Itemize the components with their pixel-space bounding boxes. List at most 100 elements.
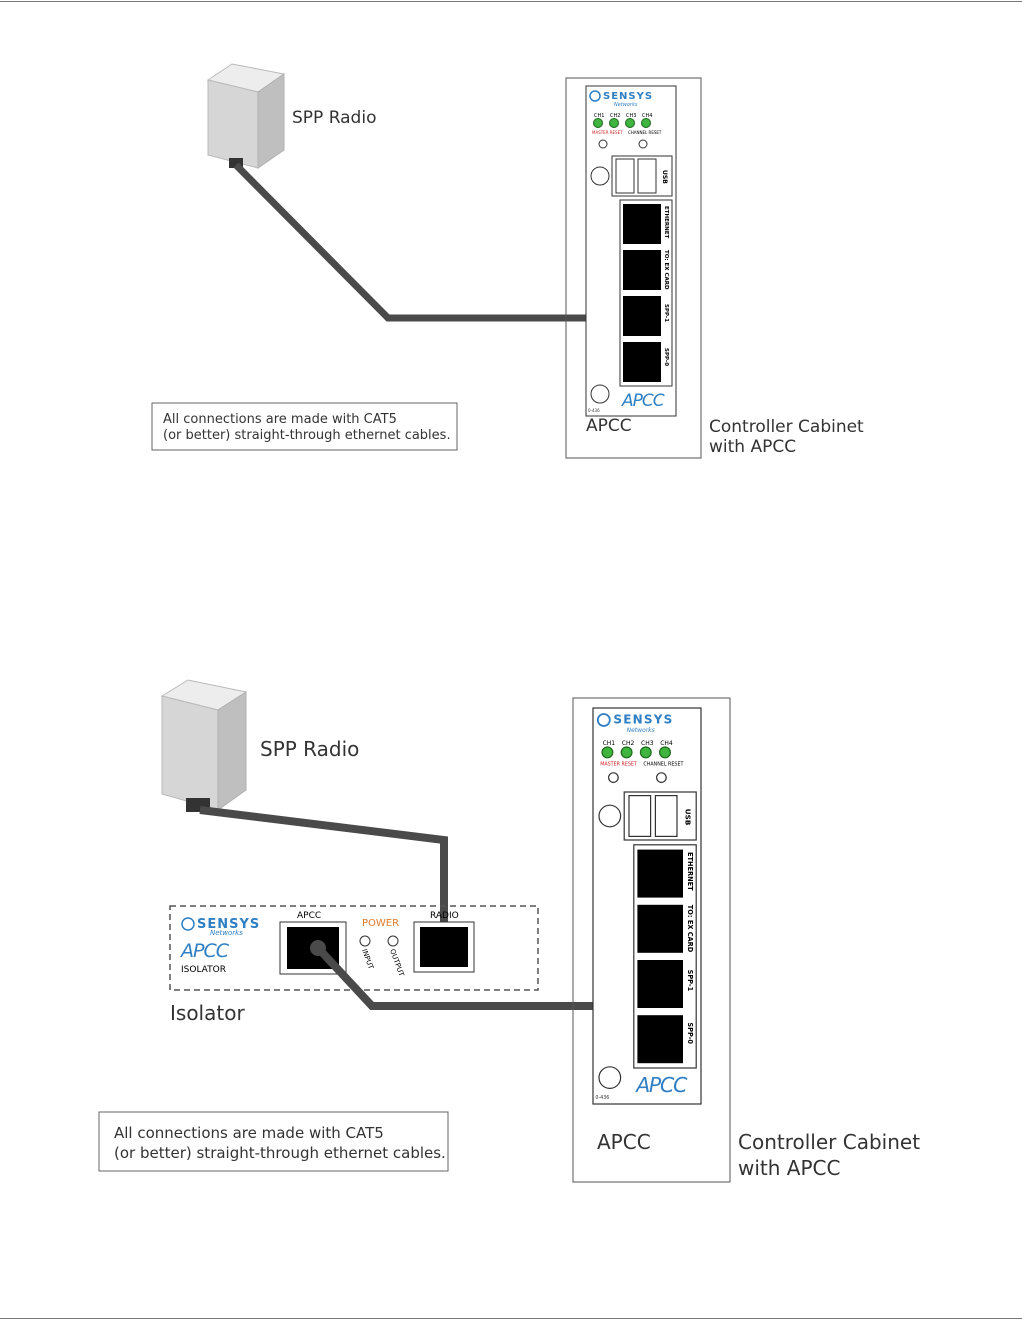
port-spp-1[interactable] [637, 960, 683, 1008]
channel-reset-label: CHANNEL RESET [628, 130, 662, 135]
isolator-logo-icon [181, 917, 195, 931]
channel-label-3: CH3 [626, 113, 636, 119]
card-brand: SENSYS [603, 91, 653, 102]
channel-reset-label: CHANNEL RESET [643, 762, 683, 768]
isolator-brand: SENSYS [197, 917, 260, 932]
channel-label-1: CH1 [603, 740, 616, 747]
controller-cabinet [565, 77, 702, 459]
bottom-rule [0, 1318, 1022, 1319]
cabinet-label-line2: with APCC [738, 1156, 840, 1180]
channel-label-2: CH2 [622, 740, 635, 747]
cabinet-label-line1: Controller Cabinet [738, 1130, 920, 1154]
top-rule [0, 1, 1022, 2]
master-reset-button[interactable] [598, 139, 608, 149]
channel-label-1: CH1 [594, 113, 604, 119]
mount-hole-bottom [590, 384, 610, 404]
sensys-logo-icon [589, 90, 601, 102]
mount-hole-bottom [598, 1066, 622, 1090]
port-ethernet[interactable] [637, 849, 683, 898]
mount-hole-top [598, 804, 622, 828]
input-led [359, 935, 371, 947]
card-logo: APCC [634, 1073, 688, 1097]
controller-cabinet [572, 697, 731, 1183]
led-ch4 [641, 118, 651, 128]
port-label-ethernet: ETHERNET [686, 852, 694, 891]
spp-radio-enclosure [160, 679, 248, 812]
isolator-product-sub: ISOLATOR [181, 965, 226, 975]
isolator-port-radio[interactable] [420, 927, 468, 967]
channel-reset-button[interactable] [656, 772, 667, 784]
card-brand: SENSYS [613, 713, 673, 727]
led-ch4 [659, 746, 672, 759]
cable-note-box [98, 1111, 449, 1172]
led-ch2 [609, 118, 619, 128]
cable-isolator-to-card [315, 945, 652, 1010]
usb-port-1[interactable] [628, 795, 652, 838]
port-label-ethernet: ETHERNET [663, 206, 669, 238]
port-ethernet[interactable] [623, 204, 661, 244]
input-label: INPUT [360, 948, 375, 971]
channel-label-3: CH3 [641, 740, 654, 747]
isolator-label: Isolator [170, 1001, 245, 1025]
connection-diagram-direct: SPP Radio SENSYS Networks CH1 CH2 CH3 CH… [151, 63, 864, 459]
isolator-product: APCC [179, 940, 230, 962]
isolator-port-radio-label: RADIO [430, 911, 459, 921]
led-ch2 [620, 746, 633, 759]
usb-label: USB [661, 170, 668, 184]
port-label-spp-0: SPP-0 [686, 1022, 694, 1044]
cable-note-line2: (or better) straight-through ethernet ca… [114, 1144, 446, 1162]
master-reset-label: MASTER RESET [600, 762, 637, 768]
card-part-number: 0-436 [588, 408, 600, 413]
output-label: OUTPUT [388, 948, 406, 978]
apcc-card: SENSYS Networks CH1 CH2 CH3 CH4 MASTER R… [585, 85, 677, 417]
connection-diagram-isolator: SPP Radio SENSYS Networks APCC ISOLATOR … [98, 679, 920, 1183]
channel-label-4: CH4 [642, 113, 652, 119]
port-to-ex-card[interactable] [637, 904, 683, 953]
port-to-ex-card[interactable] [623, 250, 661, 290]
port-spp-1[interactable] [623, 296, 661, 336]
port-spp-0[interactable] [637, 1015, 683, 1064]
cable-note-box [151, 402, 458, 451]
cabinet-label-line2: with APCC [709, 437, 796, 457]
channel-label-2: CH2 [610, 113, 620, 119]
cable-note-line1: All connections are made with CAT5 [163, 412, 397, 427]
port-label-spp-0: SPP-0 [663, 348, 669, 366]
isolator-brand-sub: Networks [210, 929, 243, 937]
master-reset-label: MASTER RESET [592, 130, 623, 135]
isolator-power-label: POWER [362, 918, 399, 929]
port-label-to-ex-card: TO: EX CARD [686, 905, 694, 953]
cable [233, 162, 645, 322]
radio-label: SPP Radio [260, 737, 359, 761]
channel-reset-button[interactable] [638, 139, 648, 149]
led-ch3 [639, 746, 652, 759]
port-label-spp-1: SPP-1 [686, 970, 694, 992]
cable-note-line1: All connections are made with CAT5 [114, 1124, 384, 1142]
apcc-card: SENSYS Networks CH1 CH2 CH3 CH4 MASTER R… [592, 707, 702, 1105]
cable-note-line2: (or better) straight-through ethernet ca… [163, 428, 451, 443]
card-label: APCC [597, 1130, 651, 1154]
channel-label-4: CH4 [660, 740, 673, 747]
output-led [387, 935, 399, 947]
radio-label: SPP Radio [292, 108, 376, 128]
usb-port-2[interactable] [654, 795, 678, 838]
port-label-spp-1: SPP-1 [663, 304, 669, 322]
card-label: APCC [586, 416, 632, 436]
spp-radio-enclosure [206, 63, 286, 169]
card-brand-sub: Networks [614, 102, 638, 108]
mount-hole-top [590, 166, 610, 186]
led-ch1 [601, 746, 614, 759]
cabinet-label-line1: Controller Cabinet [709, 417, 864, 437]
usb-port-1[interactable] [615, 158, 635, 194]
isolator-port-apcc-label: APCC [297, 911, 321, 921]
usb-port-2[interactable] [637, 158, 657, 194]
port-label-to-ex-card: TO: EX CARD [663, 250, 669, 290]
card-brand-sub: Networks [627, 727, 655, 734]
led-ch3 [625, 118, 635, 128]
master-reset-button[interactable] [608, 772, 619, 784]
usb-label: USB [683, 809, 692, 826]
port-spp-0[interactable] [623, 342, 661, 382]
card-part-number: 0-436 [595, 1095, 609, 1101]
sensys-logo-icon [596, 713, 611, 727]
led-ch1 [593, 118, 603, 128]
card-logo: APCC [621, 391, 665, 411]
